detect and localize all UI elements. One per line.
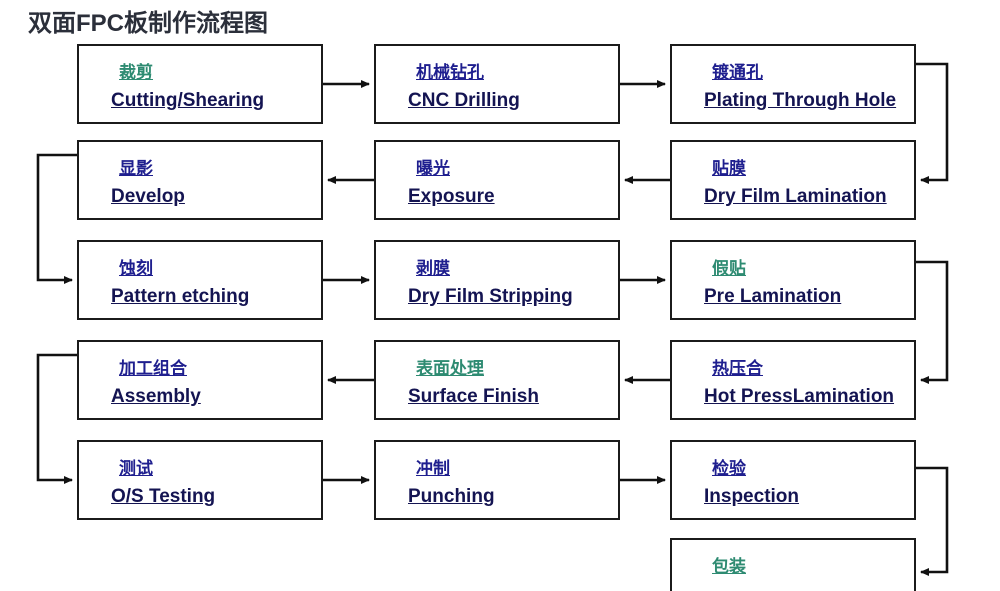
node-label-en: Assembly xyxy=(111,386,201,407)
node-label-cn: 冲制 xyxy=(416,459,450,478)
node-label-en: Develop xyxy=(111,186,185,207)
node-label-cn: 曝光 xyxy=(416,159,450,178)
node-label-en: Punching xyxy=(408,486,495,507)
node-label-cn: 镀通孔 xyxy=(712,63,763,82)
node-label-cn: 包装 xyxy=(712,557,746,576)
connector-prelamination-to-hotpress xyxy=(916,260,949,384)
node-label-en: Surface Finish xyxy=(408,386,539,407)
process-node-assembly[interactable]: 加工组合 Assembly xyxy=(77,340,323,420)
node-label-cn: 裁剪 xyxy=(119,63,153,82)
process-node-punching[interactable]: 冲制 Punching xyxy=(374,440,620,520)
connector-inspection-to-packing xyxy=(916,466,949,576)
process-node-cutting[interactable]: 裁剪 Cutting/Shearing xyxy=(77,44,323,124)
process-node-stripping[interactable]: 剥膜 Dry Film Stripping xyxy=(374,240,620,320)
node-label-cn: 贴膜 xyxy=(712,159,746,178)
process-node-lamination[interactable]: 贴膜 Dry Film Lamination xyxy=(670,140,916,220)
node-label-cn: 机械钻孔 xyxy=(416,63,484,82)
node-label-en: Exposure xyxy=(408,186,495,207)
node-label-en: Pre Lamination xyxy=(704,286,842,307)
process-node-drilling[interactable]: 机械钻孔 CNC Drilling xyxy=(374,44,620,124)
node-label-en: Plating Through Hole xyxy=(704,90,897,111)
node-label-cn: 显影 xyxy=(119,159,153,178)
node-label-en: Pattern etching xyxy=(111,286,250,307)
process-node-exposure[interactable]: 曝光 Exposure xyxy=(374,140,620,220)
node-label-en: Cutting/Shearing xyxy=(111,90,265,111)
process-node-hotpress[interactable]: 热压合 Hot PressLamination xyxy=(670,340,916,420)
node-label-cn: 检验 xyxy=(712,459,746,478)
node-label-cn: 热压合 xyxy=(712,359,763,378)
node-label-en: Hot PressLamination xyxy=(704,386,895,407)
node-label-cn: 假贴 xyxy=(712,259,746,278)
connector-develop-to-etching xyxy=(36,153,77,284)
node-label-cn: 加工组合 xyxy=(119,359,187,378)
process-node-inspection[interactable]: 检验 Inspection xyxy=(670,440,916,520)
node-label-en: Inspection xyxy=(704,486,800,507)
node-label-cn: 蚀刻 xyxy=(119,259,153,278)
process-node-plating[interactable]: 镀通孔 Plating Through Hole xyxy=(670,44,916,124)
node-label-en: Dry Film Stripping xyxy=(408,286,573,307)
node-label-cn: 测试 xyxy=(119,459,153,478)
node-label-cn: 表面处理 xyxy=(416,359,484,378)
process-node-develop[interactable]: 显影 Develop xyxy=(77,140,323,220)
connector-assembly-to-testing xyxy=(36,353,77,484)
process-node-testing[interactable]: 测试 O/S Testing xyxy=(77,440,323,520)
process-node-surface[interactable]: 表面处理 Surface Finish xyxy=(374,340,620,420)
node-label-cn: 剥膜 xyxy=(416,259,450,278)
node-label-en: Dry Film Lamination xyxy=(704,186,887,207)
node-label-en: CNC Drilling xyxy=(408,90,520,111)
process-node-etching[interactable]: 蚀刻 Pattern etching xyxy=(77,240,323,320)
node-label-en: O/S Testing xyxy=(111,486,216,507)
page-title: 双面FPC板制作流程图 xyxy=(28,10,268,37)
process-node-prelamination[interactable]: 假贴 Pre Lamination xyxy=(670,240,916,320)
process-node-packing[interactable]: 包装 xyxy=(670,538,916,591)
connector-plating-to-lamination xyxy=(916,62,949,184)
